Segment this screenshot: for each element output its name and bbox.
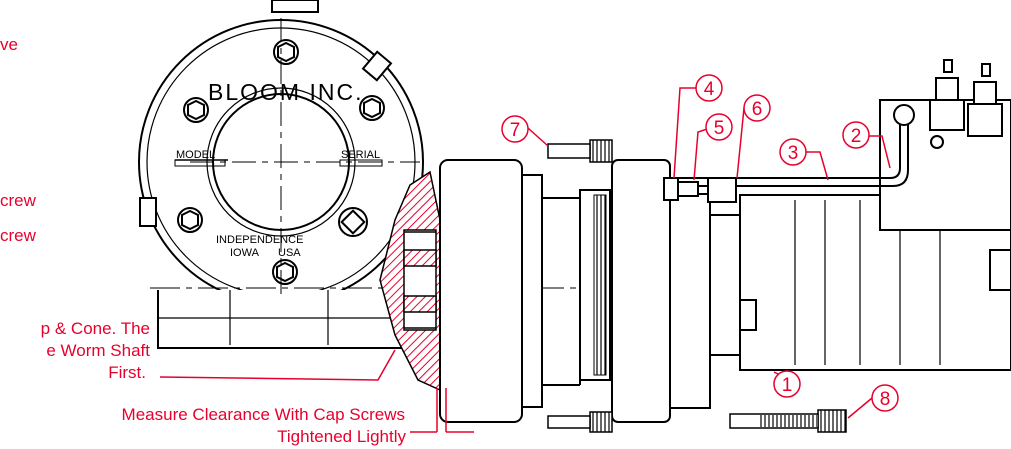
left-fragment-1: ve <box>0 35 18 54</box>
motor-flange <box>579 159 741 423</box>
model-label: MODEL <box>176 149 215 161</box>
centerlines <box>150 18 1011 300</box>
cap-screws <box>547 139 847 433</box>
brand-text: BLOOM INC. <box>208 79 363 105</box>
bearing-section <box>379 170 441 392</box>
city-text: INDEPENDENCE <box>216 234 303 246</box>
adapter-flange <box>439 159 581 423</box>
balloon-5: 5 <box>714 118 725 139</box>
balloon-8: 8 <box>880 389 891 410</box>
balloon-4: 4 <box>704 79 715 100</box>
note-line-2: e Worm Shaft <box>46 341 150 360</box>
balloon-7: 7 <box>510 120 521 141</box>
housing-bolts <box>177 39 385 285</box>
clearance-line-2: Tightened Lightly <box>277 427 406 446</box>
balloon-3: 3 <box>788 143 799 164</box>
country-text: USA <box>278 247 301 259</box>
balloon-2: 2 <box>851 126 862 147</box>
balloon-6: 6 <box>752 99 763 120</box>
leader-lines <box>159 87 891 433</box>
clearance-line-1: Measure Clearance With Cap Screws <box>122 405 405 424</box>
balloons <box>501 74 899 412</box>
left-fragment-3: crew <box>0 226 37 245</box>
note-line-3: First. <box>108 363 146 382</box>
motor-body <box>739 59 1011 371</box>
left-fragment-2: crew <box>0 191 37 210</box>
balloon-1: 1 <box>782 375 793 396</box>
state-text: IOWA <box>230 247 260 259</box>
serial-label: SERIAL <box>341 149 380 161</box>
note-line-1: p & Cone. The <box>41 319 150 338</box>
hydraulic-line <box>663 104 915 203</box>
